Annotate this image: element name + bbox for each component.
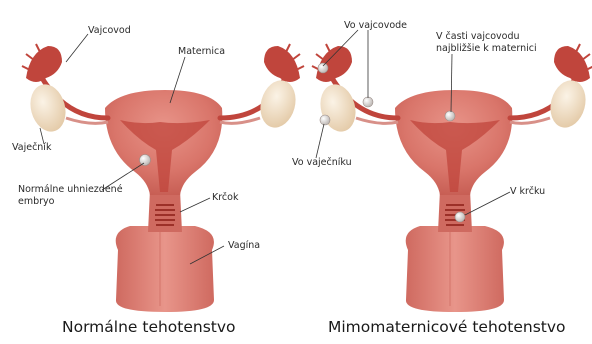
leader-vajcovod	[66, 34, 88, 62]
embryo-marker	[140, 155, 151, 166]
label-fallopian-tube: Vajcovod	[88, 25, 131, 37]
uterus	[105, 90, 222, 195]
label-embryo: Normálne uhniezdené embryo	[18, 184, 136, 208]
label-ovary: Vaječník	[12, 142, 51, 154]
label-in-cervix: V krčku	[510, 186, 545, 198]
label-cervix: Krčok	[212, 192, 238, 204]
label-vagina: Vagína	[228, 240, 260, 252]
ectopic-marker-cervix	[455, 212, 465, 222]
ectopic-marker-tube-mid	[363, 97, 373, 107]
uterus	[395, 90, 512, 195]
leader-v-krcku	[465, 192, 510, 215]
leader-vo-vajecniku	[316, 124, 324, 158]
caption-normal: Normálne tehotenstvo	[62, 318, 236, 336]
ectopic-anatomy	[312, 44, 592, 312]
caption-ectopic: Mimomaternicové tehotenstvo	[328, 318, 566, 336]
label-in-tubes: Vo vajcovode	[344, 20, 407, 32]
vagina	[116, 226, 214, 312]
cervix	[148, 190, 182, 232]
label-in-ovary: Vo vaječníku	[292, 157, 352, 169]
ectopic-marker-tube-near-uterus	[445, 111, 455, 121]
vagina	[406, 226, 504, 312]
ectopic-marker-tube-outer	[318, 63, 328, 73]
label-tube-near-uterus: V časti vajcovodu najbližšie k maternici	[436, 31, 556, 55]
leader-krcok	[180, 198, 210, 212]
ectopic-marker-ovary	[320, 115, 330, 125]
normal-anatomy	[22, 44, 304, 312]
label-uterus: Maternica	[178, 46, 225, 58]
cervix	[438, 190, 472, 232]
